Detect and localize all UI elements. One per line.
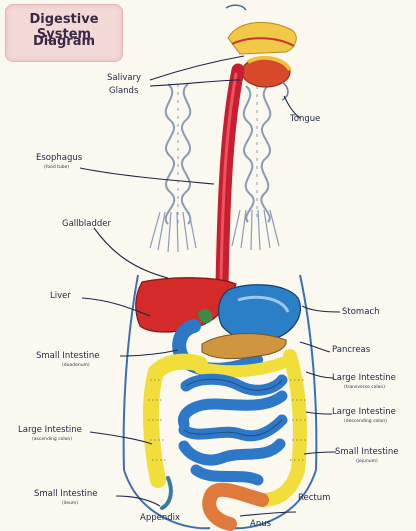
- stomach: [219, 285, 301, 341]
- label-esophagus: Esophagus: [36, 154, 82, 163]
- label-large-intestine-left-sub: (ascending colon): [32, 438, 72, 443]
- title-line-2: Diagram: [6, 34, 122, 49]
- pancreas: [202, 334, 286, 359]
- label-large-intestine-right-2: Large Intestine: [332, 408, 396, 417]
- label-pancreas: Pancreas: [332, 346, 370, 355]
- label-anus: Anus: [250, 520, 271, 529]
- label-small-intestine-right-sub: (jejunum): [356, 460, 378, 465]
- label-small-intestine-1: Small Intestine: [36, 352, 100, 361]
- label-small-intestine-left-sub: (ileum): [62, 502, 78, 507]
- left-braid: [166, 84, 191, 224]
- label-salivary: Salivary: [107, 74, 141, 83]
- label-large-intestine-right: Large Intestine: [332, 374, 396, 383]
- label-stomach: Stomach: [342, 308, 379, 317]
- right-braid: [244, 86, 271, 222]
- label-large-intestine-left: Large Intestine: [18, 426, 82, 435]
- label-liver: Liver: [50, 292, 71, 301]
- title-box: Digestive System Diagram: [5, 4, 123, 62]
- label-large-intestine-right-sub: (transverse colon): [344, 386, 385, 391]
- small-intestine-coils: [183, 379, 282, 480]
- label-gallbladder: Gallbladder: [62, 220, 111, 229]
- right-braid-tail: [232, 210, 279, 250]
- label-rectum: Rectum: [298, 494, 330, 503]
- label-glands: Glands: [109, 87, 138, 96]
- label-small-intestine-1-sub: (duodenum): [62, 364, 90, 369]
- left-braid-tail: [150, 212, 196, 252]
- label-tongue: Tongue: [290, 115, 320, 124]
- label-esophagus-sub: (food tube): [44, 166, 69, 171]
- label-appendix: Appendix: [140, 514, 180, 523]
- label-small-intestine-left: Small Intestine: [34, 490, 98, 499]
- label-large-intestine-right-2-sub: (descending colon): [344, 420, 387, 425]
- label-small-intestine-right: Small Intestine: [335, 448, 399, 457]
